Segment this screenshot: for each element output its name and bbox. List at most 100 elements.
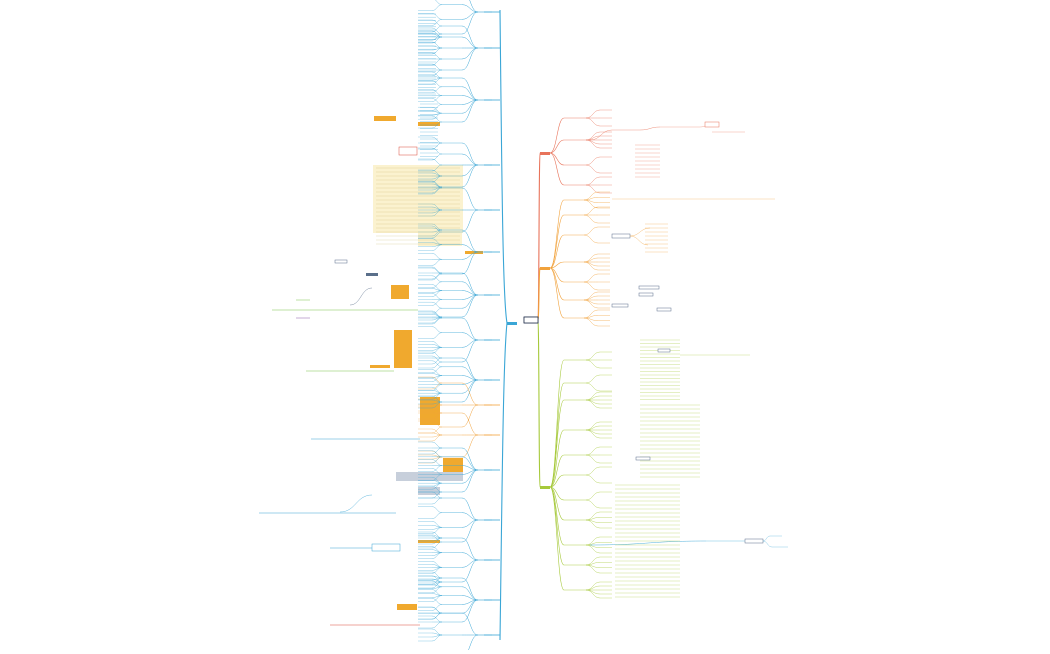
topic-box-outlined bbox=[334, 259, 348, 264]
level3-link bbox=[431, 290, 443, 297]
right-link bbox=[549, 454, 565, 488]
central-topic-frame bbox=[523, 316, 539, 324]
topic-box-outlined bbox=[635, 456, 651, 461]
level3-link bbox=[431, 281, 443, 288]
branch-green bbox=[537, 319, 541, 488]
tag-amber-stack bbox=[391, 285, 409, 299]
right-link bbox=[549, 486, 565, 591]
right-link bbox=[583, 281, 599, 291]
level3-link bbox=[431, 272, 443, 280]
right-link bbox=[583, 273, 599, 283]
tag-amber-stack bbox=[394, 330, 412, 368]
level2-link bbox=[461, 187, 479, 211]
level2-link bbox=[461, 244, 479, 253]
tag-amber bbox=[418, 540, 440, 543]
level3-link bbox=[431, 355, 443, 363]
level3-link bbox=[431, 581, 443, 589]
level2-link bbox=[461, 612, 479, 636]
tag-amber bbox=[374, 116, 396, 121]
right-link bbox=[585, 466, 601, 476]
level3-link bbox=[431, 598, 443, 605]
right-link bbox=[585, 474, 601, 484]
level3-link bbox=[431, 259, 443, 266]
central-topic[interactable] bbox=[523, 316, 539, 324]
level3-link bbox=[431, 483, 443, 490]
tail-link bbox=[349, 287, 373, 306]
right-link bbox=[583, 261, 599, 271]
spine-upper bbox=[499, 9, 508, 324]
level3-link bbox=[431, 316, 443, 324]
spine-lower bbox=[499, 322, 508, 641]
level3-link bbox=[431, 420, 443, 428]
level2-link bbox=[461, 559, 479, 583]
level2-link bbox=[461, 339, 479, 363]
level3-link bbox=[431, 404, 443, 412]
right-link bbox=[585, 491, 601, 501]
connector-line bbox=[762, 535, 771, 542]
right-link bbox=[583, 317, 599, 327]
right-link bbox=[585, 117, 601, 127]
level3-link bbox=[431, 552, 443, 559]
right-link bbox=[585, 139, 601, 149]
level2-link bbox=[461, 332, 479, 341]
right-link bbox=[585, 359, 601, 369]
level2-link bbox=[466, 634, 479, 654]
right-link bbox=[585, 544, 601, 554]
level2-link bbox=[461, 357, 479, 381]
level3-link bbox=[431, 541, 443, 549]
right-link bbox=[549, 261, 565, 269]
connector-line bbox=[589, 129, 613, 141]
level2-link bbox=[461, 164, 479, 188]
main-topic-left bbox=[507, 322, 517, 325]
level3-link bbox=[431, 19, 443, 27]
note-cream-large bbox=[373, 165, 463, 233]
right-link bbox=[585, 499, 601, 509]
level2-link bbox=[461, 4, 479, 13]
cross-link bbox=[589, 540, 707, 546]
level3-link bbox=[431, 153, 443, 161]
level2-link bbox=[461, 537, 479, 561]
tail-link bbox=[339, 494, 373, 513]
right-link bbox=[585, 109, 601, 119]
level3-link bbox=[431, 95, 443, 102]
note-cream-small bbox=[418, 232, 462, 246]
right-link bbox=[585, 564, 601, 574]
level3-link bbox=[431, 361, 443, 369]
level2-link bbox=[461, 99, 479, 123]
level3-link bbox=[431, 113, 443, 120]
topic-box-outlined bbox=[611, 233, 631, 239]
level3-link bbox=[431, 69, 443, 77]
level3-link bbox=[431, 497, 443, 505]
level3-link bbox=[431, 465, 443, 472]
topic-box-outlined bbox=[398, 146, 418, 156]
level3-link bbox=[431, 347, 443, 354]
level3-link bbox=[431, 357, 443, 365]
level3-link bbox=[431, 612, 443, 620]
level3-link bbox=[435, 0, 443, 5]
level3-link bbox=[431, 426, 443, 434]
right-link bbox=[549, 117, 565, 154]
callout-boxes bbox=[366, 116, 483, 610]
right-link bbox=[583, 234, 599, 244]
tag-slate-dark bbox=[366, 273, 378, 276]
right-link bbox=[585, 351, 601, 361]
topic-box-outlined bbox=[371, 543, 401, 552]
main-topic-green bbox=[540, 486, 550, 489]
level3-link bbox=[431, 187, 443, 195]
right-link bbox=[585, 184, 601, 194]
level3-link bbox=[431, 527, 443, 534]
right-link bbox=[549, 152, 565, 186]
right-link bbox=[549, 474, 565, 488]
right-link bbox=[585, 519, 601, 529]
right-link bbox=[583, 199, 599, 209]
level3-link bbox=[431, 577, 443, 585]
level3-link bbox=[431, 317, 443, 325]
level2-link bbox=[461, 317, 479, 341]
tag-amber-stack bbox=[443, 458, 463, 472]
level2-link bbox=[461, 366, 479, 381]
note-slate bbox=[396, 472, 463, 481]
level3-link bbox=[431, 47, 443, 55]
level2-link bbox=[461, 11, 479, 35]
